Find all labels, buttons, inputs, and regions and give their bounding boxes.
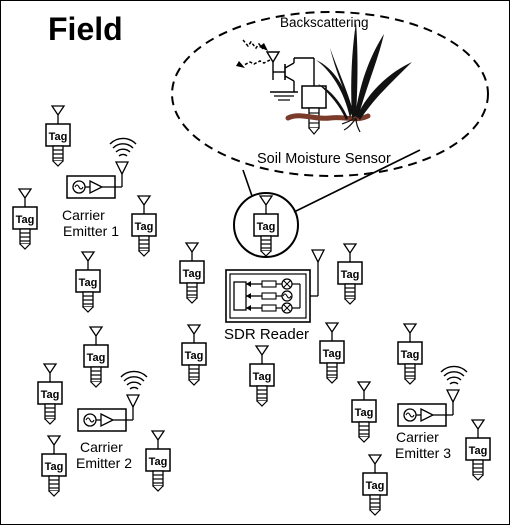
soil-sensor-icon bbox=[301, 85, 327, 135]
tag-label: Tag bbox=[41, 389, 60, 401]
tag-label: Tag bbox=[16, 214, 35, 226]
tag: Tag bbox=[337, 243, 363, 305]
tag: Tag bbox=[319, 322, 345, 384]
tag-label: Tag bbox=[355, 407, 374, 419]
tag-label: Tag bbox=[257, 221, 276, 233]
tag-zoomed: Tag bbox=[253, 195, 279, 257]
soil-line bbox=[285, 113, 371, 122]
tag: Tag bbox=[362, 454, 388, 516]
tag: Tag bbox=[145, 430, 171, 492]
plant-icon bbox=[316, 22, 412, 133]
zoom-line-right bbox=[293, 149, 421, 213]
tag-label: Tag bbox=[185, 350, 204, 362]
tag: Tag bbox=[351, 381, 377, 443]
tag: Tag bbox=[131, 195, 157, 257]
tag: Tag bbox=[41, 435, 67, 497]
tag-label: Tag bbox=[135, 221, 154, 233]
tag-label: Tag bbox=[341, 269, 360, 281]
sensor-label: Soil Moisture Sensor bbox=[257, 151, 391, 167]
tag: Tag bbox=[397, 323, 423, 385]
tag: Tag bbox=[12, 188, 38, 250]
zoom-line-left bbox=[242, 169, 253, 197]
callout-ellipse bbox=[171, 11, 489, 177]
tag: Tag bbox=[45, 105, 71, 167]
tag-label: Tag bbox=[401, 349, 420, 361]
tag-label: Tag bbox=[149, 456, 168, 468]
emitter-2-line2: Emitter 2 bbox=[76, 455, 132, 471]
tag-label: Tag bbox=[323, 348, 342, 360]
tag-label: Tag bbox=[45, 461, 64, 473]
tag-label: Tag bbox=[253, 371, 272, 383]
emitter-3-line1: Carrier bbox=[396, 429, 439, 445]
carrier-emitter-2 bbox=[77, 370, 148, 432]
emitter-3-line2: Emitter 3 bbox=[395, 445, 451, 461]
backscatter-label: Backscattering bbox=[280, 15, 369, 30]
tag-label: Tag bbox=[87, 352, 106, 364]
tag: Tag bbox=[83, 326, 109, 388]
tag: Tag bbox=[181, 324, 207, 386]
tags-layer: Tag Tag Tag Tag Tag Tag Tag Tag Tag Tag … bbox=[12, 105, 491, 516]
emitter-2-line1: Carrier bbox=[80, 439, 123, 455]
zoom-circle bbox=[233, 192, 299, 258]
tag: Tag bbox=[465, 419, 491, 481]
field-title: Field bbox=[48, 11, 123, 47]
backscatter-wave-icon bbox=[236, 39, 271, 68]
tag-label: Tag bbox=[183, 268, 202, 280]
backscatter-switch-icon bbox=[265, 51, 315, 101]
tag: Tag bbox=[75, 251, 101, 313]
sdr-reader bbox=[225, 249, 326, 323]
emitter-1-line2: Emitter 1 bbox=[63, 223, 119, 239]
emitter-1-line1: Carrier bbox=[62, 207, 105, 223]
tag: Tag bbox=[179, 242, 205, 304]
tag-label: Tag bbox=[49, 131, 68, 143]
tag-label: Tag bbox=[79, 277, 98, 289]
tag-label: Tag bbox=[469, 445, 488, 457]
tag-label: Tag bbox=[366, 480, 385, 492]
tag: Tag bbox=[37, 363, 63, 425]
carrier-emitter-1 bbox=[66, 137, 137, 199]
sdr-reader-label: SDR Reader bbox=[224, 326, 309, 343]
tag: Tag bbox=[249, 345, 275, 407]
